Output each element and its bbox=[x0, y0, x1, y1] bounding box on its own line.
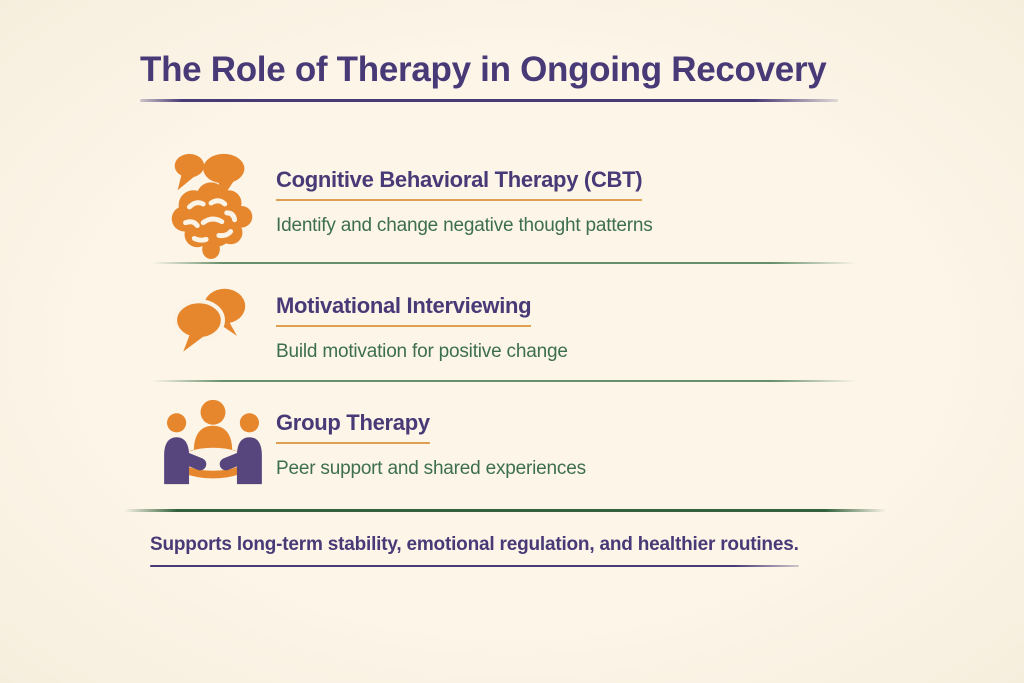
section-group-therapy: Group Therapy Peer support and shared ex… bbox=[160, 396, 586, 488]
page-title: The Role of Therapy in Ongoing Recovery bbox=[140, 50, 827, 89]
section-mi-heading: Motivational Interviewing bbox=[276, 293, 532, 327]
footer-text: Supports long-term stability, emotional … bbox=[150, 534, 799, 555]
section-motivational-interviewing: Motivational Interviewing Build motivati… bbox=[160, 283, 568, 363]
section-mi-text: Motivational Interviewing Build motivati… bbox=[276, 283, 568, 363]
chat-bubbles-icon-svg bbox=[172, 288, 246, 352]
footer-divider bbox=[124, 509, 886, 512]
section-group-text: Group Therapy Peer support and shared ex… bbox=[276, 396, 586, 480]
section-cbt: Cognitive Behavioral Therapy (CBT) Ident… bbox=[160, 150, 653, 260]
brain-speech-icon-svg bbox=[171, 153, 253, 260]
title-underline bbox=[140, 99, 838, 102]
footer-underline bbox=[150, 565, 799, 567]
section-divider bbox=[152, 380, 856, 382]
group-people-icon-svg bbox=[164, 399, 262, 485]
section-cbt-heading: Cognitive Behavioral Therapy (CBT) bbox=[276, 167, 643, 201]
section-mi-description: Build motivation for positive change bbox=[276, 341, 568, 362]
section-group-heading: Group Therapy bbox=[276, 410, 430, 444]
group-people-icon bbox=[160, 396, 266, 488]
section-cbt-description: Identify and change negative thought pat… bbox=[276, 215, 653, 236]
section-cbt-text: Cognitive Behavioral Therapy (CBT) Ident… bbox=[276, 150, 653, 237]
footer: Supports long-term stability, emotional … bbox=[150, 534, 799, 567]
section-divider bbox=[152, 262, 856, 264]
section-group-description: Peer support and shared experiences bbox=[276, 458, 586, 479]
brain-speech-icon bbox=[160, 150, 266, 260]
chat-bubbles-icon bbox=[160, 283, 266, 359]
